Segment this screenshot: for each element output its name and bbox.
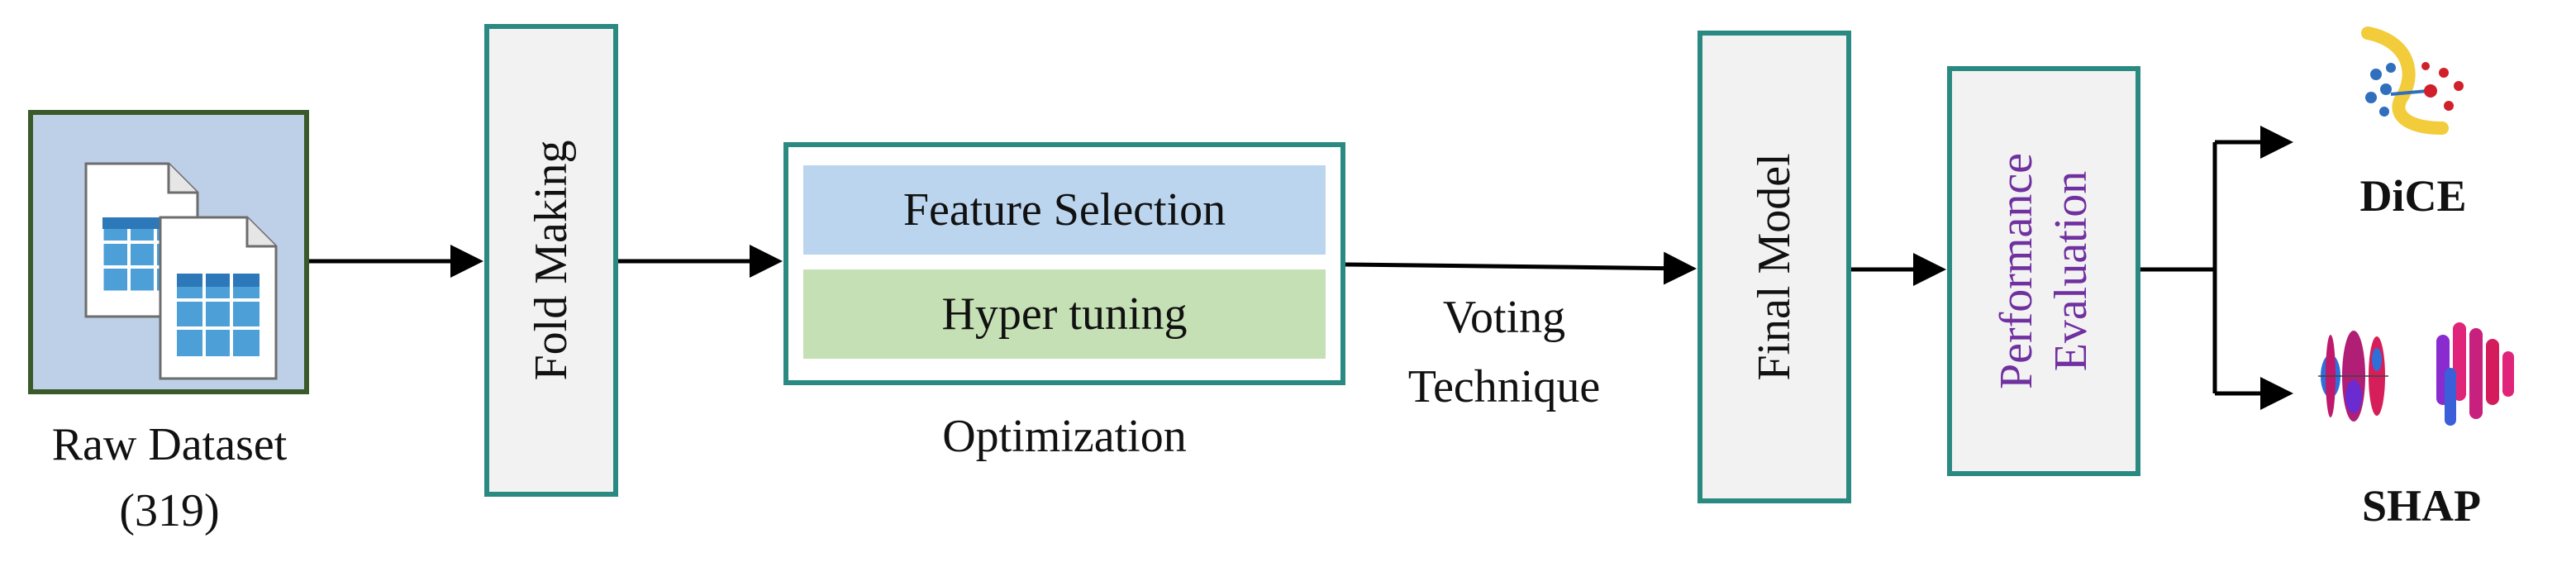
voting-technique-line1: Voting (1442, 292, 1566, 343)
optimization-box: Feature Selection Hyper tuning (783, 142, 1345, 385)
performance-label-line1: Performance (1991, 152, 2042, 390)
voting-technique-line2: Technique (1407, 361, 1601, 412)
feature-selection-panel: Feature Selection (803, 165, 1326, 255)
performance-evaluation-label: Performance Evaluation (1989, 153, 2098, 389)
final-model-box: Final Model (1697, 31, 1851, 503)
hyper-tuning-panel: Hyper tuning (803, 269, 1326, 359)
hyper-tuning-label: Hyper tuning (941, 288, 1188, 340)
fold-making-label: Fold Making (526, 140, 577, 381)
optimization-caption: Optimization (942, 411, 1187, 462)
dice-label: DiCE (2359, 171, 2467, 221)
raw-dataset-count: (319) (119, 485, 220, 536)
arrow-optimization-to-final (1345, 251, 1697, 285)
spreadsheet-files-icon (84, 162, 278, 380)
raw-dataset-label: Raw Dataset (51, 419, 288, 470)
final-model-label: Final Model (1749, 153, 1800, 381)
shap-icon (2318, 322, 2514, 426)
shap-label: SHAP (2361, 481, 2482, 531)
performance-evaluation-box: Performance Evaluation (1947, 66, 2140, 476)
performance-label-line2: Evaluation (2045, 170, 2097, 372)
feature-selection-label: Feature Selection (902, 184, 1226, 236)
fold-making-box: Fold Making (484, 24, 618, 497)
raw-dataset-box (28, 110, 309, 394)
dice-icon (2361, 26, 2464, 135)
